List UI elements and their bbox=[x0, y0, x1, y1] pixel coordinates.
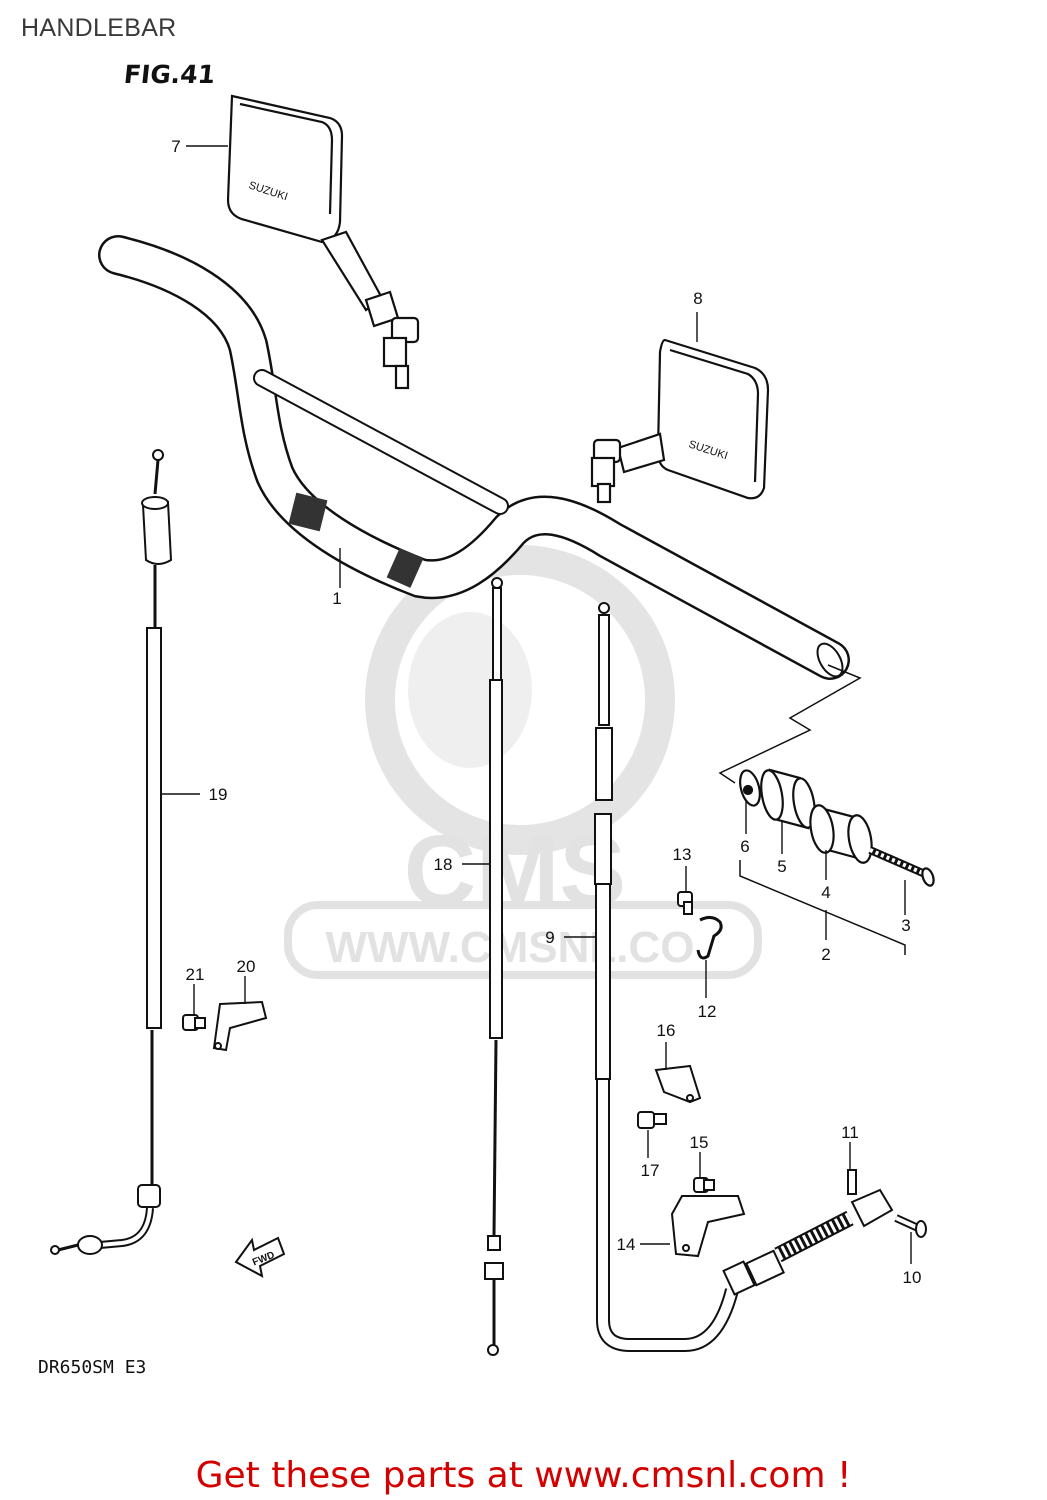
callout-11: 11 bbox=[841, 1123, 859, 1142]
callout-6: 6 bbox=[740, 837, 749, 856]
left-mirror: SUZUKI bbox=[226, 94, 420, 390]
callout-14: 14 bbox=[617, 1235, 636, 1254]
spring-clip-and-bolt bbox=[677, 891, 723, 960]
callout-19: 19 bbox=[209, 785, 228, 804]
callout-17: 17 bbox=[641, 1161, 660, 1180]
handlebar bbox=[98, 235, 862, 784]
cable-clamp-left bbox=[182, 1000, 268, 1052]
bolt-17 bbox=[637, 1111, 655, 1129]
cotter-pin bbox=[847, 1169, 857, 1195]
choke-cable bbox=[484, 577, 504, 1356]
forward-direction-arrow: FWD bbox=[234, 1236, 286, 1278]
callout-10: 10 bbox=[903, 1268, 922, 1287]
callout-9: 9 bbox=[545, 928, 554, 947]
page-heading: HANDLEBAR bbox=[21, 14, 177, 42]
callout-12: 12 bbox=[698, 1002, 717, 1021]
right-mirror: SUZUKI bbox=[590, 338, 770, 504]
clamp-16 bbox=[654, 1064, 702, 1104]
callout-2: 2 bbox=[821, 945, 830, 964]
cable-brackets bbox=[637, 1064, 746, 1258]
clamp-20 bbox=[212, 1000, 268, 1052]
callout-numbers: 1 2 3 4 5 6 7 8 9 10 11 12 13 14 15 16 1… bbox=[171, 137, 921, 1287]
leader-lines bbox=[162, 145, 912, 1264]
clevis-pin-head bbox=[915, 1220, 927, 1238]
footer-link-text[interactable]: Get these parts at www.cmsnl.com ! bbox=[195, 1455, 852, 1496]
callout-20: 20 bbox=[237, 957, 256, 976]
bar-end-weight-assembly bbox=[739, 768, 935, 955]
callout-3: 3 bbox=[901, 916, 910, 935]
callout-21: 21 bbox=[186, 965, 205, 984]
clevis-pin-and-cotter bbox=[847, 1169, 927, 1238]
callout-4: 4 bbox=[821, 883, 830, 902]
callout-8: 8 bbox=[693, 289, 702, 308]
callout-13: 13 bbox=[673, 845, 692, 864]
clutch-cable bbox=[594, 602, 894, 1352]
callout-5: 5 bbox=[777, 857, 786, 876]
model-code: DR650SM E3 bbox=[38, 1357, 147, 1378]
callout-1: 1 bbox=[332, 589, 341, 608]
bracket-14 bbox=[670, 1195, 746, 1258]
spring-clip-12 bbox=[696, 915, 723, 960]
watermark-url: WWW.CMSNL.CO bbox=[325, 923, 694, 972]
callout-18: 18 bbox=[434, 855, 453, 874]
throttle-cable bbox=[50, 449, 173, 1255]
callout-16: 16 bbox=[657, 1021, 676, 1040]
callout-15: 15 bbox=[690, 1133, 709, 1152]
callout-7: 7 bbox=[171, 137, 180, 156]
